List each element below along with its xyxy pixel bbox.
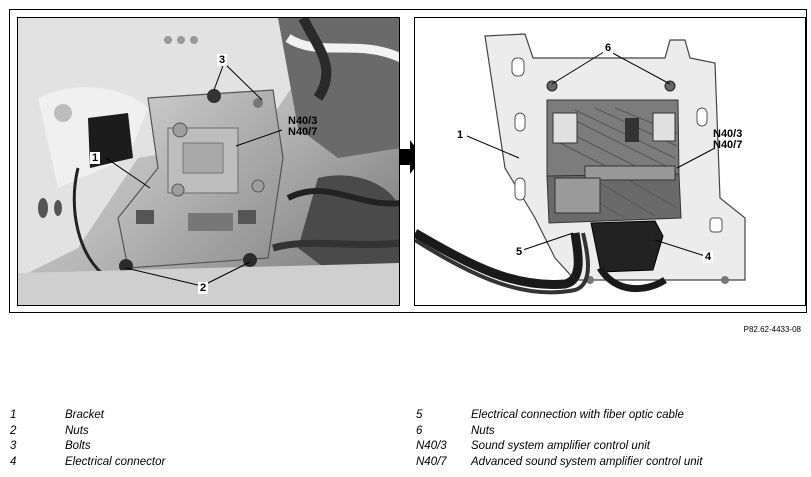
legend-number: N40/3 [416, 440, 447, 452]
amplifier-detail-illustration [415, 33, 746, 295]
legend-number: 1 [10, 409, 17, 421]
legend-column-left: 1 Bracket 2 Nuts 3 Bolts 4 Electrical co… [10, 408, 400, 470]
legend-item: N40/3 Sound system amplifier control uni… [416, 439, 806, 455]
legend-item: N40/7 Advanced sound system amplifier co… [416, 455, 806, 471]
legend-item: 2 Nuts [10, 424, 400, 440]
callout-6: 6 [603, 42, 614, 54]
callout-n40-7: N40/7 [288, 126, 318, 138]
legend-number: 6 [416, 424, 423, 437]
legend-item: 3 Bolts [10, 439, 400, 455]
amplifier-detail-drawing: 6 1 N40/3 N40/7 5 4 [414, 17, 806, 306]
legend-item: 1 Bracket [10, 408, 400, 424]
callout-n40-3: N40/3 [288, 115, 318, 127]
vehicle-installation-photo: 3 N40/3 N40/7 1 2 [17, 17, 400, 306]
legend-number: N40/7 [416, 455, 447, 468]
legend-text: Advanced sound system amplifier control … [471, 455, 703, 468]
transition-arrow-icon [399, 140, 423, 174]
legend-text: Bolts [65, 440, 91, 452]
legend-text: Bracket [65, 409, 104, 421]
legend-text: Nuts [471, 424, 495, 437]
legend-text: Electrical connection with fiber optic c… [471, 409, 684, 421]
legend-column-right: 5 Electrical connection with fiber optic… [416, 408, 806, 470]
callout-3: 3 [217, 54, 228, 66]
callout-1: 1 [90, 152, 101, 164]
callout-n40-3-detail: N40/3 [713, 128, 743, 140]
callout-2: 2 [198, 282, 209, 294]
callout-1-detail: 1 [455, 129, 466, 141]
callout-n40-7-detail: N40/7 [713, 139, 743, 151]
callout-4: 4 [703, 251, 714, 263]
legend-number: 2 [10, 424, 17, 437]
legend-number: 4 [10, 455, 17, 468]
legend-text: Electrical connector [65, 455, 166, 468]
legend-item: 4 Electrical connector [10, 455, 400, 471]
legend-number: 3 [10, 440, 17, 452]
legend-item: 6 Nuts [416, 424, 806, 440]
legend-text: Sound system amplifier control unit [471, 440, 650, 452]
figure-reference-code: P82.62-4433-08 [743, 325, 801, 334]
legend-item: 5 Electrical connection with fiber optic… [416, 408, 806, 424]
legend-text: Nuts [65, 424, 89, 437]
callout-5: 5 [514, 246, 525, 258]
legend-number: 5 [416, 409, 423, 421]
vehicle-installation-illustration [18, 18, 399, 305]
